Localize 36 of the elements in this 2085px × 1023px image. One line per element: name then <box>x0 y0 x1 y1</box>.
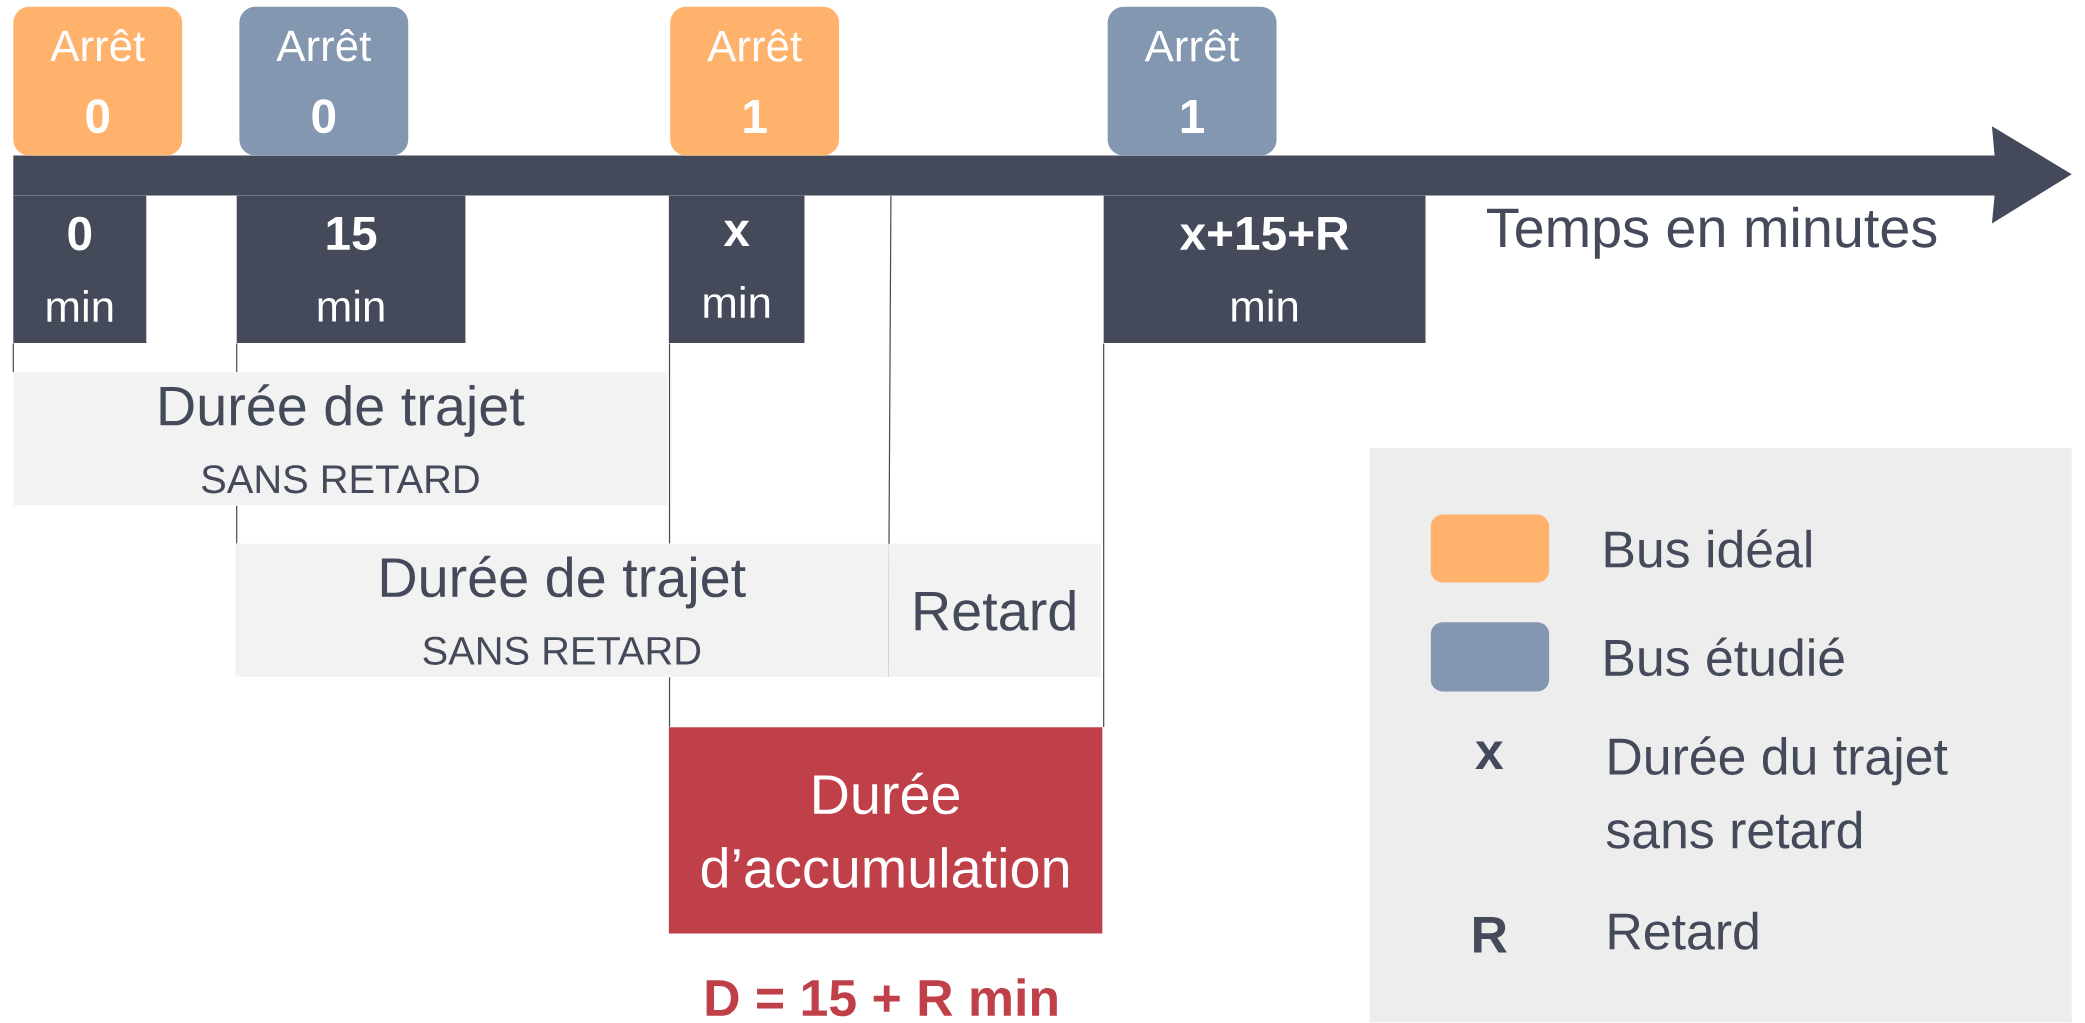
stop-tag: Arrêt 0 <box>239 6 409 156</box>
node-label: x <box>723 221 750 247</box>
node-label: min <box>318 290 384 322</box>
node-label: min <box>704 286 770 318</box>
guide-line <box>668 676 671 728</box>
formula-text: D = 15 + R min <box>706 978 1057 1017</box>
stop-tag: Arrêt 1 <box>1107 6 1277 156</box>
accumulation-box: Durée d’accumulation <box>668 727 1103 934</box>
node-label: min <box>47 290 113 323</box>
node-label: 0 <box>68 216 92 251</box>
time-box: x+15+R min <box>1103 195 1426 344</box>
node-label: min <box>1232 290 1298 322</box>
axis-label: Temps en minutes <box>1486 206 1937 259</box>
node-label: Retard <box>915 590 1075 632</box>
duration-box: Durée de trajet SANS RETARD <box>13 372 668 506</box>
legend-text: Bus étudié <box>1605 637 1844 677</box>
time-box: x min <box>668 195 805 344</box>
node-label: Durée de trajet <box>381 555 746 609</box>
stop-tag: Arrêt 1 <box>670 6 840 156</box>
guide-line <box>668 343 671 545</box>
symbol: R <box>1474 917 1507 953</box>
guide-line <box>1103 343 1105 728</box>
node-label: x+15+R <box>1179 217 1349 251</box>
legend-text: Bus idéal <box>1605 529 1811 569</box>
node-label: SANS RETARD <box>423 636 701 666</box>
guide-line <box>236 505 238 545</box>
stop-tag: Arrêt 0 <box>13 6 183 156</box>
legend-text: Retard <box>1609 912 1758 951</box>
guide-line <box>12 343 14 373</box>
guide-line <box>236 343 238 373</box>
legend-text: Durée du trajet sans retard <box>1606 736 1948 849</box>
symbol: x <box>1475 741 1504 770</box>
node-label: 15 <box>327 217 377 251</box>
duration-box: Retard <box>888 544 1101 678</box>
time-box: 15 min <box>236 195 466 344</box>
time-box: 0 min <box>13 195 147 344</box>
